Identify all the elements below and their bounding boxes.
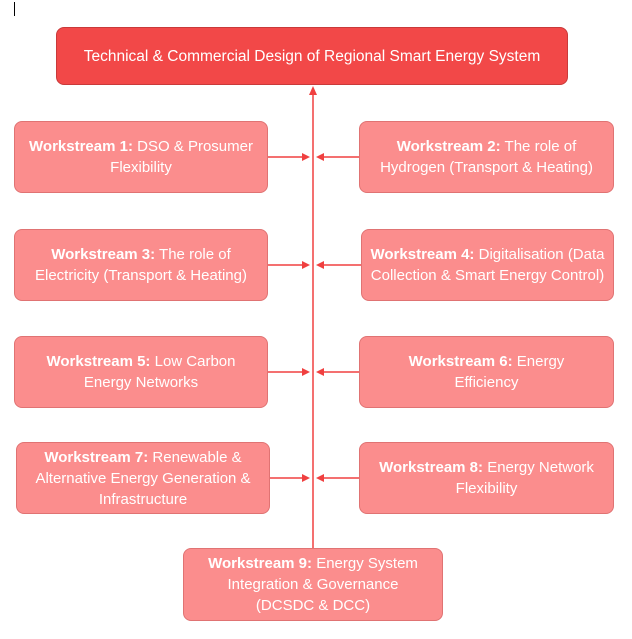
workstream-1-prefix: Workstream 1:: [29, 138, 133, 155]
system-title: Technical & Commercial Design of Regiona…: [83, 47, 541, 65]
workstream-7-text: Renewable & Alternative Energy Generatio…: [35, 448, 251, 508]
arrowhead-ws8: [316, 474, 324, 482]
system-title-box: Technical & Commercial Design of Regiona…: [56, 27, 568, 85]
workstream-4-box: Workstream 4: Digitalisation (Data Colle…: [361, 229, 614, 301]
text-cursor: [14, 2, 15, 16]
arrowhead-ws6: [316, 368, 324, 376]
workstream-1-box: Workstream 1: DSO & Prosumer Flexibility: [14, 121, 268, 193]
workstream-8-box: Workstream 8: Energy Network Flexibility: [359, 442, 614, 514]
workstream-5-prefix: Workstream 5:: [46, 353, 151, 370]
arrowhead-ws3: [302, 261, 310, 269]
workstream-3-text: The role of Electricity (Transport & Hea…: [34, 246, 247, 284]
workstream-6-text: Energy Efficiency: [454, 353, 565, 391]
workstream-9-prefix: Workstream 9:: [208, 555, 313, 572]
workstream-5-box: Workstream 5: Low Carbon Energy Networks: [14, 336, 268, 408]
arrowhead-ws7: [302, 474, 310, 482]
workstream-4-prefix: Workstream 4:: [370, 246, 475, 263]
workstream-8-text: Energy Network Flexibility: [455, 459, 594, 497]
workstream-9-text: Energy System Integration & Governance (…: [227, 555, 418, 614]
workstream-7-box: Workstream 7: Renewable & Alternative En…: [16, 442, 270, 514]
workstream-2-text: The role of Hydrogen (Transport & Heatin…: [380, 138, 593, 176]
workstream-3-box: Workstream 3: The role of Electricity (T…: [14, 229, 268, 301]
arrowhead-ws2: [316, 153, 324, 161]
workstream-7-prefix: Workstream 7:: [44, 448, 149, 466]
workstream-6-box: Workstream 6: Energy Efficiency: [359, 336, 614, 408]
workstream-2-prefix: Workstream 2:: [396, 138, 501, 155]
workstream-4-text: Digitalisation (Data Collection & Smart …: [370, 246, 605, 284]
arrowhead-ws1: [302, 153, 310, 161]
workstream-8-prefix: Workstream 8:: [379, 459, 484, 476]
workstream-1-text: DSO & Prosumer Flexibility: [110, 138, 253, 176]
workstream-5-text: Low Carbon Energy Networks: [83, 353, 236, 391]
workstream-3-prefix: Workstream 3:: [51, 246, 156, 263]
arrowhead-ws5: [302, 368, 310, 376]
workstream-6-prefix: Workstream 6:: [408, 353, 513, 370]
workstream-2-box: Workstream 2: The role of Hydrogen (Tran…: [359, 121, 614, 193]
workstream-9-box: Workstream 9: Energy System Integration …: [183, 548, 443, 621]
arrowhead-ws4: [316, 261, 324, 269]
trunk-arrowhead: [309, 86, 317, 95]
